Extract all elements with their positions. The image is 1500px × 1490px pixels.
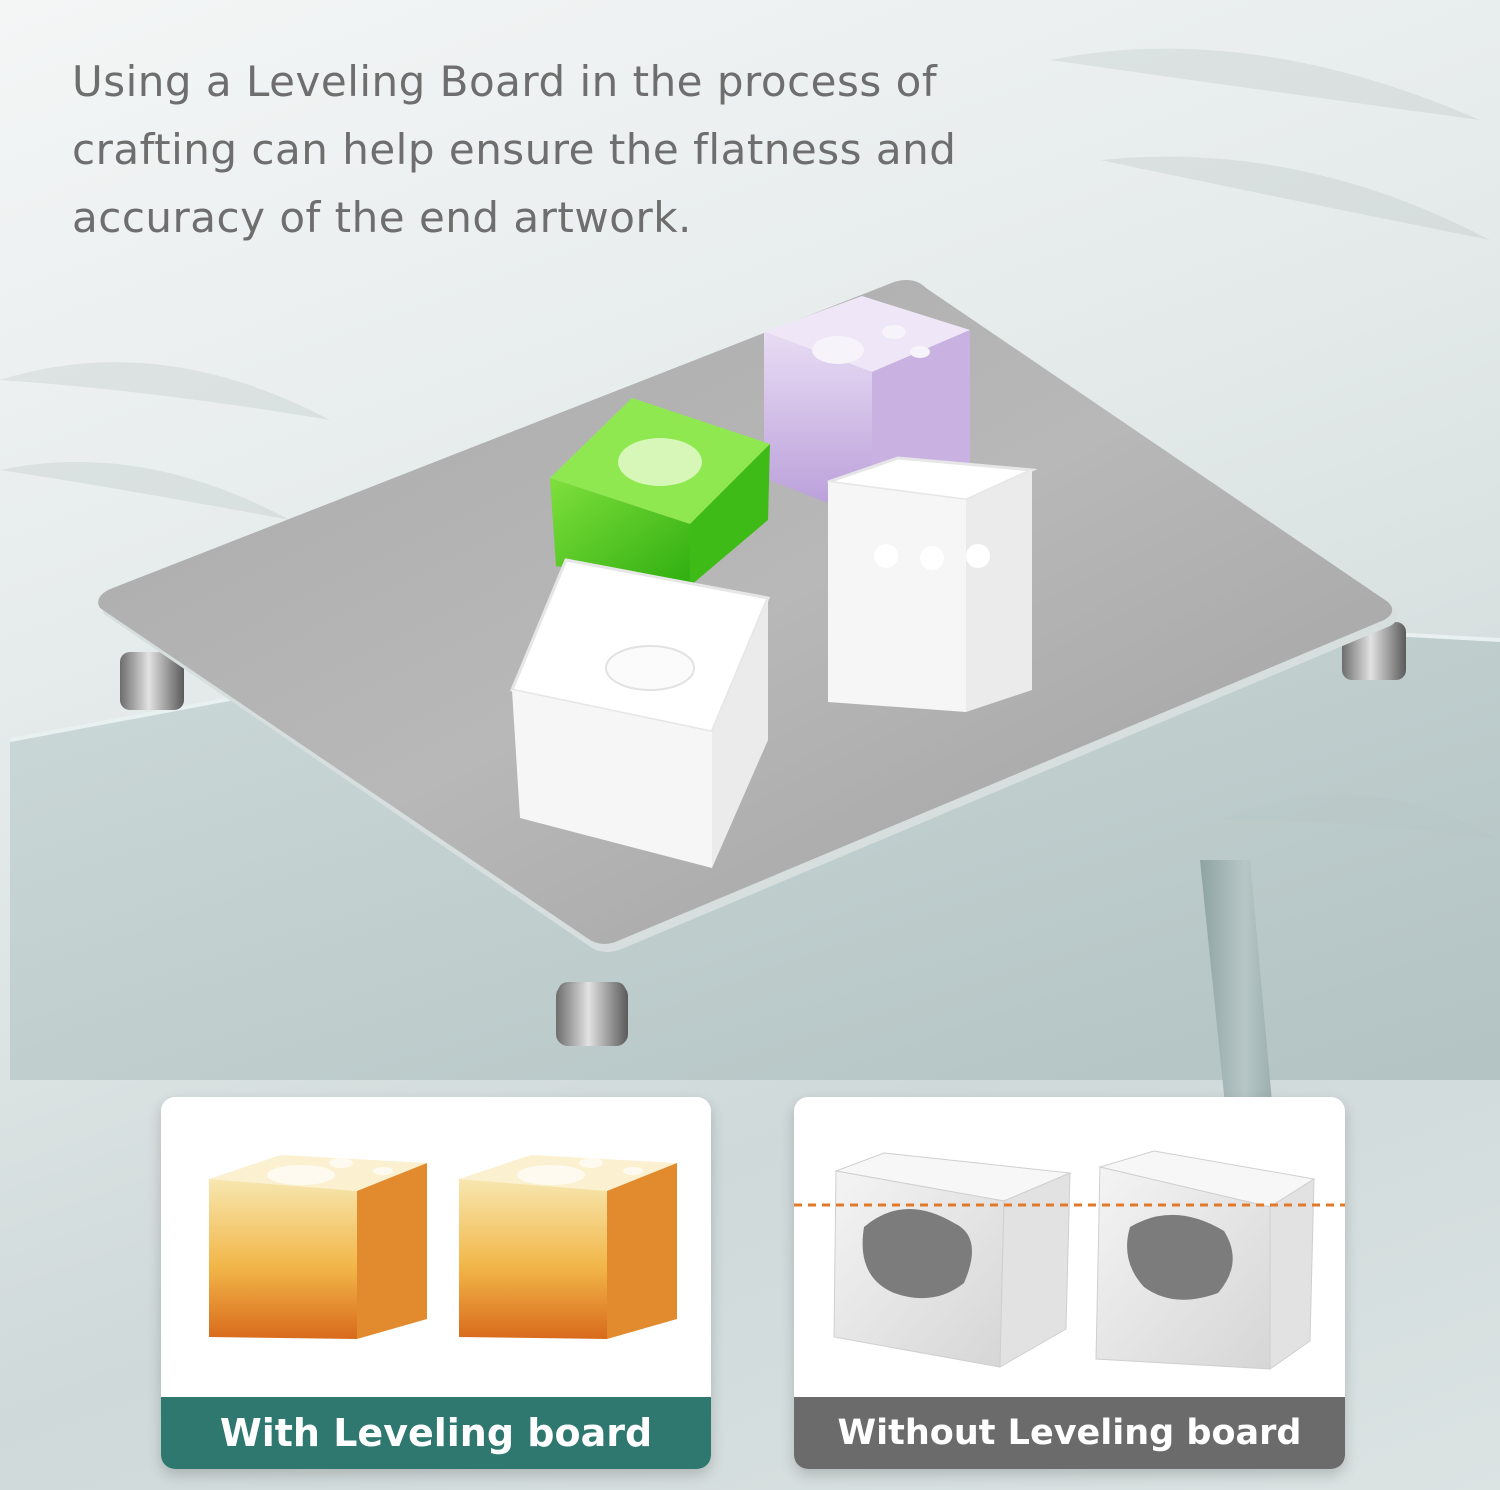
clear-block-2 [1095,1150,1316,1370]
white-silicone-mold-back [827,456,1038,712]
unleveled-resin-photo [794,1150,1345,1370]
headline-text: Using a Leveling Board in the process of… [72,57,957,242]
leveled-resin-photo [209,1155,677,1339]
board-foot-front [556,984,628,1046]
white-silicone-mold-front [509,558,771,868]
with-leveling-label: With Leveling board [161,1397,711,1469]
clear-block-1 [833,1152,1072,1368]
green-resin-block [550,398,770,586]
without-leveling-card: Without Leveling board [794,1097,1345,1469]
with-leveling-card: With Leveling board [161,1097,711,1469]
amber-block-1 [209,1155,427,1339]
without-leveling-label: Without Leveling board [794,1397,1345,1469]
amber-block-2 [459,1155,677,1339]
